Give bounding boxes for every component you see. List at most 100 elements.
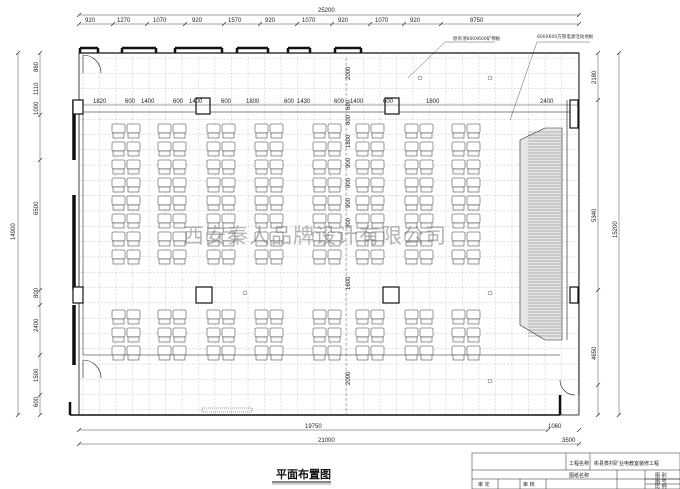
desk-chair [221,195,236,206]
mid-vertical-dim: 900 [346,177,352,188]
chair-seat [158,258,171,265]
desk-chair [221,249,236,260]
desk-chair [206,123,221,134]
chair-seat [173,150,186,157]
chair-seat [420,222,433,229]
chair-seat [127,336,140,343]
chair-seat [112,258,125,265]
chair-seat [420,204,433,211]
bottom-right-small-dim: 1060 [548,424,562,430]
desk-chair [466,327,481,338]
chair-seat [452,150,465,157]
chair-seat [405,222,418,229]
desk-chair [269,213,284,224]
bottom-overall-dim: 21000 [318,438,335,444]
chair-seat [112,132,125,139]
chair-seat [127,354,140,361]
overall-height-dim: 14900 [11,223,17,240]
desk-chair [404,309,419,320]
chair-seat [222,168,235,175]
desk-chair [126,195,141,206]
desk-chair [157,177,172,188]
desk-chair [126,327,141,338]
desk-chair [269,123,284,134]
desk-chair [404,123,419,134]
chair-seat [173,318,186,325]
inner-top-dim: 1800 [426,99,440,105]
desk-chair [221,345,236,356]
chair-seat [356,132,369,139]
desk-chair [419,249,434,260]
chair-seat [270,222,283,229]
desk-chair [355,309,370,320]
chair-seat [112,204,125,211]
note-leaders [407,41,590,121]
chair-seat [127,186,140,193]
desk-chair [269,141,284,152]
desk-chair [312,327,327,338]
desk-chair [254,327,269,338]
chair-seat [467,354,480,361]
desk-chair [466,309,481,320]
chair-seat [112,150,125,157]
chair-seat [313,336,326,343]
desk-chair [451,141,466,152]
chair-seat [420,354,433,361]
desk-chair [370,195,385,206]
chair-seat [255,132,268,139]
chair-seat [356,222,369,229]
column [195,286,213,304]
chair-seat [173,186,186,193]
chair-seat [158,132,171,139]
tb-project-label: 工程名称 [569,460,589,467]
chair-seat [255,222,268,229]
tb-project-value: 彬县蒸村矿业电教室装修工程 [594,460,659,467]
desk-chair [126,345,141,356]
chair-seat [127,240,140,247]
desk-chair [206,141,221,152]
desk-chair [355,177,370,188]
chair-seat [371,150,384,157]
desk-chair [254,141,269,152]
desk-chair [172,213,187,224]
desk-chair [172,327,187,338]
chair-seat [207,240,220,247]
desk-chair [466,345,481,356]
chair-seat [452,222,465,229]
desk-chair [451,249,466,260]
desk-chair [111,327,126,338]
chair-seat [452,354,465,361]
chair-seat [328,336,341,343]
desk-chair [466,249,481,260]
top-segment-dim: 1070 [153,18,167,24]
chair-seat [127,132,140,139]
tb-right-label-0: 图 别 [655,472,667,479]
chair-seat [420,150,433,157]
column [382,286,400,304]
desk-chair [157,345,172,356]
desk-chair [126,177,141,188]
chair-seat [328,168,341,175]
chair-seat [371,336,384,343]
inner-top-dim: 1430 [297,99,311,105]
top-segment-dim: 1570 [228,18,242,24]
desk-chair [111,195,126,206]
chair-seat [452,336,465,343]
chair-seat [112,186,125,193]
chair-seat [207,204,220,211]
chair-seat [467,186,480,193]
desk-chair [254,213,269,224]
desk-chair [111,123,126,134]
chair-seat [270,204,283,211]
chair-seat [270,150,283,157]
chair-seat [405,354,418,361]
chair-seat [222,354,235,361]
mid-vertical-dim: 900 [346,197,352,208]
tb-drawing-label: 图纸名称 [569,472,589,479]
desk-chair [126,231,141,242]
chair-seat [313,258,326,265]
desk-chair [172,345,187,356]
chair-seat [112,240,125,247]
chair-seat [173,336,186,343]
mid-vertical-dim: 2000 [346,66,352,80]
